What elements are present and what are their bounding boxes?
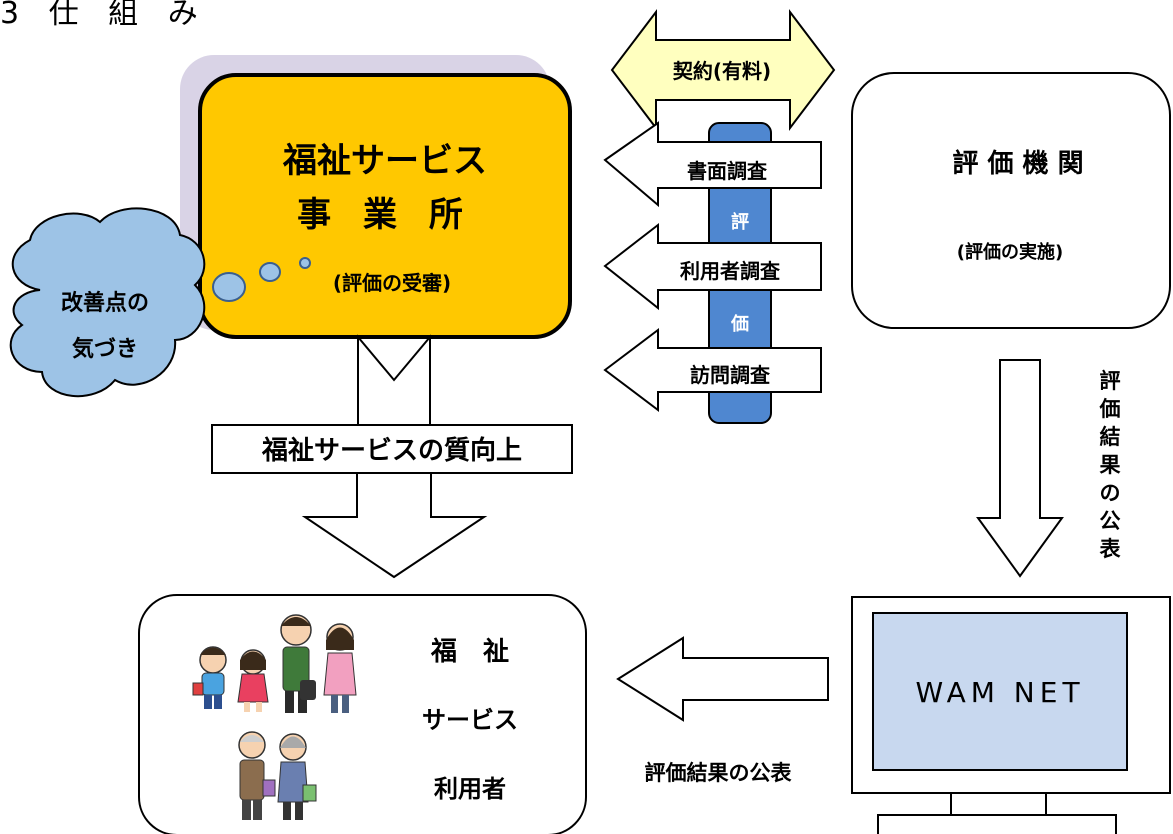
agency-box <box>851 72 1171 329</box>
contract-label: 契約(有料) <box>672 59 771 83</box>
down-arrow-publication <box>976 359 1064 578</box>
evaluation-bar-char1: 評 <box>731 211 749 233</box>
agency-title: 評 価 機 関 <box>952 148 1083 179</box>
survey-arrow-visit <box>603 327 822 413</box>
left-arrow-publication <box>616 636 829 722</box>
thought-bubble-medium <box>259 262 281 282</box>
survey-label-visit: 訪問調査 <box>690 363 770 387</box>
quality-label-box <box>211 424 573 474</box>
monitor-screen <box>872 612 1128 771</box>
publication-vertical-char: 果 <box>1100 453 1121 477</box>
awareness-cloud <box>9 207 206 398</box>
office-box <box>198 73 572 339</box>
survey-label-document: 書面調査 <box>687 159 767 183</box>
publication-vertical-char: 結 <box>1100 425 1121 449</box>
users-line3: 利用者 <box>434 775 506 803</box>
publication-vertical-char: 表 <box>1100 537 1122 561</box>
people-illustration <box>192 614 357 820</box>
monitor-base <box>877 814 1117 834</box>
awareness-line2: 気づき <box>72 336 138 362</box>
thought-bubble-large <box>212 272 246 302</box>
publication-vertical-text: 評 価 結 果 の 公 表 <box>1099 369 1122 561</box>
users-box <box>138 594 587 834</box>
office-sub-label: (評価の受審) <box>333 271 451 295</box>
agency-sub-label: (評価の実施) <box>957 241 1063 263</box>
survey-label-user: 利用者調査 <box>680 259 780 283</box>
awareness-line1: 改善点の <box>61 290 149 316</box>
users-line2: サービス <box>422 706 518 734</box>
publication-bottom-label: 評価結果の公表 <box>645 761 793 785</box>
office-title-line1: 福祉サービス <box>282 141 487 181</box>
evaluation-bar-char2: 価 <box>730 313 749 335</box>
down-arrow-lower <box>301 472 488 579</box>
section-heading: 3 仕 組 み <box>0 0 208 31</box>
contract-double-arrow <box>610 9 836 131</box>
wamnet-label: WAM NET <box>915 676 1084 709</box>
thought-bubble-small <box>299 257 311 269</box>
publication-vertical-char: 価 <box>1099 397 1121 421</box>
quality-label: 福祉サービスの質向上 <box>261 435 522 466</box>
survey-arrow-user <box>603 222 822 311</box>
publication-vertical-char: 評 <box>1100 369 1121 393</box>
users-line1: 福 祉 <box>430 637 509 667</box>
publication-vertical-char: 公 <box>1100 509 1121 533</box>
publication-vertical-char: の <box>1100 481 1121 505</box>
survey-arrow-document <box>603 121 822 208</box>
office-title-line2: 事 業 所 <box>297 195 473 235</box>
